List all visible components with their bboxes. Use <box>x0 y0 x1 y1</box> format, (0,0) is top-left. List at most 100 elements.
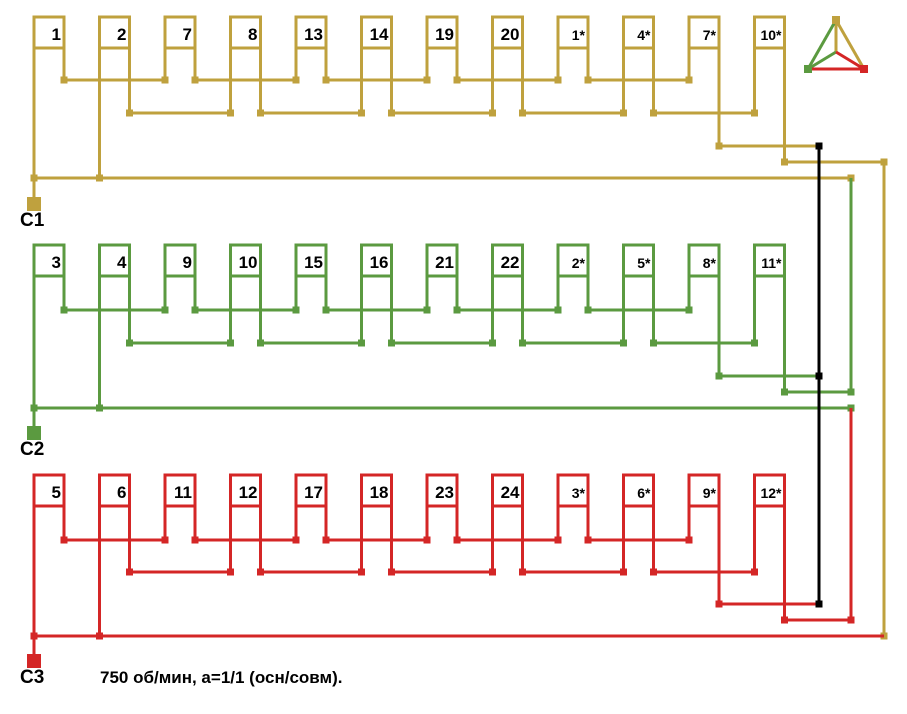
coil-label: 3* <box>572 485 586 501</box>
junction-node <box>292 76 300 84</box>
coil-label: 9* <box>703 485 717 501</box>
junction-node <box>257 568 264 576</box>
junction-node <box>847 616 855 624</box>
junction-node <box>191 536 199 544</box>
junction-node <box>584 76 592 84</box>
coil-label: 23 <box>435 483 454 502</box>
junction-node <box>489 568 496 576</box>
coil-label: 8* <box>703 255 717 271</box>
coil-connection <box>652 276 756 345</box>
junction-node <box>781 616 788 624</box>
coil-1 <box>32 15 66 50</box>
coil-connection <box>652 506 756 574</box>
junction-node <box>423 306 431 314</box>
terminal-c2 <box>27 426 41 440</box>
junction-node <box>453 306 461 314</box>
coil-21 <box>425 243 459 278</box>
coil-11 <box>163 473 197 508</box>
coil-label: 21 <box>435 253 454 272</box>
terminal-label: C3 <box>20 667 44 688</box>
coil-3s <box>556 473 590 508</box>
junction-node <box>388 109 395 117</box>
coil-8s <box>687 243 721 278</box>
coil-label: 12* <box>760 485 782 501</box>
junction-node <box>519 568 526 576</box>
coil-7 <box>163 15 197 50</box>
coil-label: 24 <box>501 483 520 502</box>
junction-node <box>751 339 758 347</box>
coil-connection <box>193 48 298 82</box>
coil-connection <box>62 48 167 82</box>
coil-24 <box>491 473 524 508</box>
terminal-c3 <box>27 654 41 668</box>
coil-label: 15 <box>304 253 323 272</box>
coil-label: 11 <box>174 483 192 502</box>
coil-label: 14 <box>370 25 389 44</box>
junction-node <box>322 306 330 314</box>
junction-node <box>161 306 169 314</box>
junction-node <box>815 372 823 380</box>
terminal-label: C1 <box>20 210 45 231</box>
coil-connection <box>586 276 691 312</box>
junction-node <box>620 109 627 117</box>
junction-node <box>781 158 788 166</box>
junction-node <box>126 568 133 576</box>
junction-node <box>650 568 657 576</box>
terminal-c1 <box>27 197 41 211</box>
coil-connection <box>455 506 560 542</box>
coil-connection <box>324 276 429 312</box>
delta-side-icon <box>834 19 866 70</box>
junction-node <box>161 76 169 84</box>
coil-18 <box>360 473 393 508</box>
junction-node <box>191 306 199 314</box>
coil-6 <box>98 473 131 508</box>
coil-2s <box>556 243 590 278</box>
coil-connection <box>455 276 560 312</box>
coil-8 <box>229 15 262 50</box>
coil-label: 17 <box>304 483 323 502</box>
junction-node <box>60 306 68 314</box>
junction-node <box>620 339 627 347</box>
coil-label: 9 <box>183 253 192 272</box>
coil-label: 19 <box>435 25 454 44</box>
legend-node-icon <box>860 65 868 73</box>
coil-connection <box>193 276 298 312</box>
junction-node <box>292 536 300 544</box>
coil-label: 1* <box>572 27 586 43</box>
junction-node <box>358 568 365 576</box>
coil-12 <box>229 473 262 508</box>
junction-node <box>60 536 68 544</box>
star-arm-icon <box>835 50 865 71</box>
junction-node <box>227 109 234 117</box>
junction-node <box>519 109 526 117</box>
coil-connection <box>586 48 691 82</box>
junction-node <box>489 339 496 347</box>
coil-label: 6* <box>637 485 651 501</box>
coil-22 <box>491 243 524 278</box>
coil-connection <box>455 48 560 82</box>
coil-label: 7* <box>703 27 717 43</box>
junction-node <box>322 76 330 84</box>
coil-12s <box>753 473 786 508</box>
junction-node <box>554 76 562 84</box>
coil-4 <box>98 243 131 278</box>
coil-label: 12 <box>239 483 258 502</box>
junction-node <box>453 76 461 84</box>
junction-node <box>191 76 199 84</box>
junction-node <box>751 568 758 576</box>
coil-16 <box>360 243 393 278</box>
lead-to-star <box>717 276 819 378</box>
coil-label: 3 <box>52 253 61 272</box>
junction-node <box>650 339 657 347</box>
junction-node <box>453 536 461 544</box>
coil-connection <box>62 506 167 542</box>
coil-10 <box>229 243 262 278</box>
terminal-label: C2 <box>20 439 44 460</box>
coil-3 <box>32 243 66 278</box>
coil-label: 11* <box>761 255 782 271</box>
junction-node <box>584 536 592 544</box>
coil-2 <box>98 15 131 50</box>
junction-node <box>96 404 103 412</box>
junction-node <box>685 536 693 544</box>
coil-9s <box>687 473 721 508</box>
